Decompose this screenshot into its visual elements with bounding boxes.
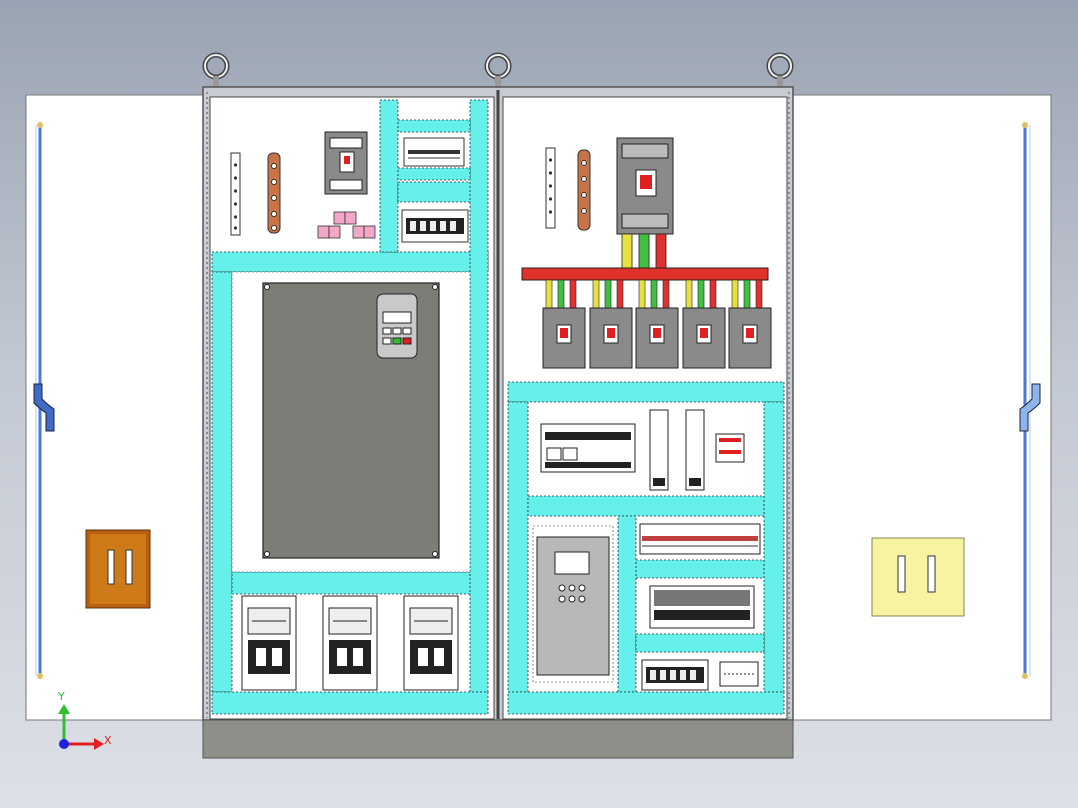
terminal-strip: [545, 147, 556, 229]
phase-cables: [621, 233, 667, 271]
branch-breaker: [635, 279, 679, 369]
copper-ground-bar: [267, 152, 281, 234]
main-breaker-right: [616, 137, 674, 235]
branch-breaker: [682, 279, 726, 369]
main-breaker-left: [324, 131, 368, 195]
branch-breaker: [542, 279, 586, 369]
soft-starter: [532, 525, 614, 683]
fuse-holders: [649, 585, 755, 629]
distribution-busbar: [521, 267, 769, 281]
small-terminals: [719, 661, 759, 687]
axis-x-label: X: [104, 734, 112, 747]
door-handle-icon[interactable]: [871, 537, 965, 617]
terminal-block-left: [401, 209, 469, 243]
branch-breaker: [589, 279, 633, 369]
copper-ground-bar: [577, 149, 591, 231]
terminal-strip: [230, 152, 241, 236]
wiring-duct-right: [507, 381, 785, 715]
terminal-block-right: [641, 659, 709, 691]
contactor: [241, 595, 297, 691]
right-door[interactable]: [792, 94, 1052, 721]
relay-module: [715, 433, 745, 463]
power-supply: [685, 409, 705, 491]
lifting-eye-icon: [484, 52, 512, 88]
cabinet-plinth: [202, 719, 794, 759]
axis-y-label: Y: [57, 690, 65, 703]
left-door[interactable]: [25, 94, 205, 721]
lifting-eye-icon: [766, 52, 794, 88]
plc-module: [540, 423, 636, 473]
contactor: [403, 595, 459, 691]
mcb-row-right: [639, 523, 761, 555]
frequency-inverter: [231, 271, 471, 573]
branch-breaker: [728, 279, 772, 369]
mcb-row-left: [403, 137, 465, 167]
lifting-eye-icon: [202, 52, 230, 88]
contactor: [322, 595, 378, 691]
relay-blocks: [317, 211, 376, 239]
axis-triad-icon: Y X: [57, 690, 112, 750]
door-handle-icon[interactable]: [85, 529, 151, 609]
wiring-duct-left: [211, 99, 489, 715]
inverter-keypad: [376, 293, 418, 359]
power-supply: [649, 409, 669, 491]
